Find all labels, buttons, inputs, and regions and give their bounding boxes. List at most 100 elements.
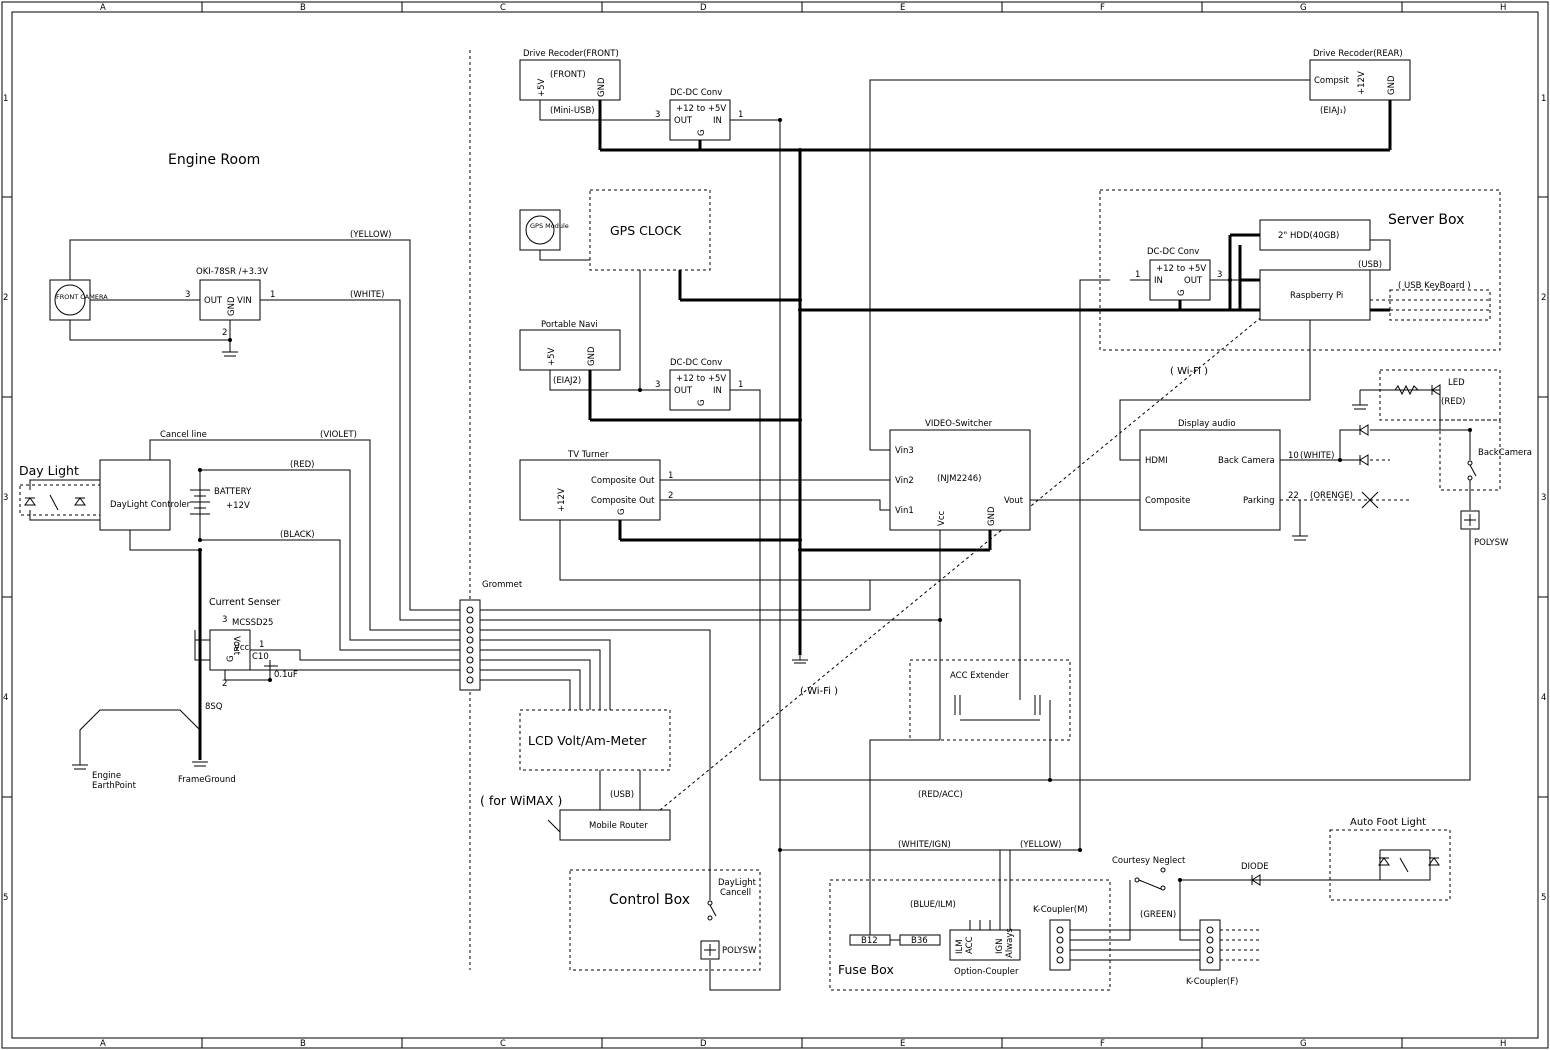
wire-label-yellow: (YELLOW) (1020, 840, 1061, 850)
daylight-cancel-label: DayLight (718, 878, 757, 888)
engine-earth-label: EarthPoint (92, 781, 137, 791)
pin-label: Vin1 (895, 506, 914, 516)
pin-label: OUT (1184, 276, 1203, 286)
connector-label: (EIAJ₁) (1320, 106, 1346, 116)
pin-number: 1 (738, 380, 743, 390)
courtesy-label: Courtesy Neglect (1112, 856, 1186, 866)
column-labels-top: A B C D E F G H (100, 3, 1506, 13)
wire-label-white: (WHITE) (350, 290, 385, 300)
pin-number: 2 (222, 679, 227, 689)
led-label: LED (1448, 378, 1465, 388)
pin-label: GND (597, 77, 607, 97)
engine-earth-label: Engine (92, 771, 121, 781)
wire-color: (WHITE) (1300, 451, 1335, 461)
col-label: F (1100, 1039, 1105, 1049)
pin-label: ACC (965, 936, 975, 954)
regulator-title: OKI-78SR /+3.3V (196, 267, 268, 277)
chip-label: (NJM2246) (937, 474, 981, 484)
display-audio: Display audio HDMI Back Camera Composite… (1139, 419, 1379, 531)
row-label: 3 (3, 493, 8, 503)
pin-label: Vcc (234, 643, 249, 653)
k-coupler-m (1049, 919, 1071, 971)
pin-label: Compsit (1314, 76, 1350, 86)
pin-label: +5V (537, 78, 547, 97)
fuse-b12-label: B12 (861, 936, 878, 946)
battery: BATTERY +12V (190, 487, 252, 515)
drive-recorder-front-title: Drive Recoder(FRONT) (523, 49, 619, 59)
col-label: E (900, 1039, 905, 1049)
wire-color: (ORENGE) (1310, 491, 1353, 501)
gps-clock-box (589, 189, 711, 271)
dcdc-title: DC-DC Conv (670, 88, 722, 98)
wire-label-black: (BLACK) (280, 530, 315, 540)
engine-room-label: Engine Room (168, 152, 260, 168)
control-box (569, 869, 761, 971)
row-label: 1 (1541, 94, 1546, 104)
mobile-router-box (559, 809, 671, 841)
cancel-line-label: Cancel line (160, 430, 207, 440)
pin-label: VIN (237, 296, 252, 306)
row-label: 4 (1541, 693, 1546, 703)
pin-label: G (697, 399, 707, 406)
pin-label: IGN (995, 939, 1005, 954)
tv-tuner-title: TV Turner (567, 450, 609, 460)
pin-number: 3 (655, 110, 660, 120)
col-label: A (100, 1039, 106, 1049)
row-label: 5 (3, 893, 8, 903)
pin-label: GND (987, 506, 997, 526)
hdd-box (1259, 219, 1371, 251)
fuse-box-label: Fuse Box (838, 962, 894, 977)
wire-gauge: 8SQ (205, 702, 223, 712)
polysw-label: POLYSW (722, 946, 757, 956)
daylight-controller-box (99, 459, 171, 531)
connector-label: (EIAJ2) (553, 376, 581, 386)
raspberry-pi-label: Raspberry Pi (1290, 291, 1343, 301)
wire-label-red-acc: (RED/ACC) (918, 790, 963, 800)
column-labels-bottom: A B C D E F G H (100, 1039, 1506, 1049)
pin-number: 22 (1288, 491, 1299, 501)
back-camera-switch-box (1439, 419, 1501, 491)
row-label: 5 (1541, 893, 1546, 903)
dcdc-spec: +12 to +5V (1156, 264, 1206, 274)
col-label: B (300, 3, 306, 13)
pin-number: 1 (668, 471, 673, 481)
pin-label: Composite (1145, 496, 1190, 506)
wifi-label: ( Wi-Fi ) (800, 686, 838, 697)
ground-symbols (72, 340, 1368, 770)
dcdc-spec: +12 to +5V (676, 374, 726, 384)
wire-label-green: (GREEN) (1140, 910, 1176, 920)
drive-recorder-rear: Drive Recoder(REAR) Compsit +12V GND (EI… (1309, 49, 1411, 116)
cap-label: C10 (252, 652, 269, 662)
day-light: Day Light (19, 463, 101, 516)
pin-label: OUT (204, 296, 223, 306)
wifi-label: ( Wi-Fi ) (1170, 366, 1208, 377)
pin-label: ILM (955, 939, 965, 954)
regulator: OKI-78SR /+3.3V OUT VIN GND 3 1 2 (185, 267, 275, 340)
control-box-label: Control Box (609, 892, 690, 908)
col-label: H (1500, 1039, 1506, 1049)
pin-label: +12V (1357, 71, 1367, 95)
row-label: 2 (3, 293, 8, 303)
pin-number: 3 (222, 615, 227, 625)
auto-foot-light-box (1329, 829, 1451, 901)
dcdc-spec: +12 to +5V (676, 104, 726, 114)
cap-value: 0.1uF (274, 670, 298, 680)
col-label: F (1100, 3, 1105, 13)
option-coupler-label: Option-Coupler (954, 967, 1019, 977)
pin-label: Vout (1004, 496, 1024, 506)
grommet: Grommet (459, 580, 523, 691)
pin-number: 1 (1135, 270, 1140, 280)
signal-wires (29, 79, 1471, 991)
col-label: C (500, 1039, 506, 1049)
video-switcher: VIDEO-Switcher Vin3 (NJM2246) Vin2 Vin1 … (889, 419, 1031, 531)
fuse-b12 (849, 934, 891, 946)
wire-label-white-ign: (WHITE/IGN) (898, 840, 951, 850)
current-sensor: Current Senser MCSSD25 Vout Vcc G 3 1 2 … (194, 597, 298, 712)
row-label: 4 (3, 693, 8, 703)
pin-number: 3 (1217, 270, 1222, 280)
auto-foot-light-label: Auto Foot Light (1350, 817, 1426, 828)
col-label: B (300, 1039, 306, 1049)
wire-label-violet: (VIOLET) (320, 430, 357, 440)
pin-label: Back Camera (1218, 456, 1275, 466)
